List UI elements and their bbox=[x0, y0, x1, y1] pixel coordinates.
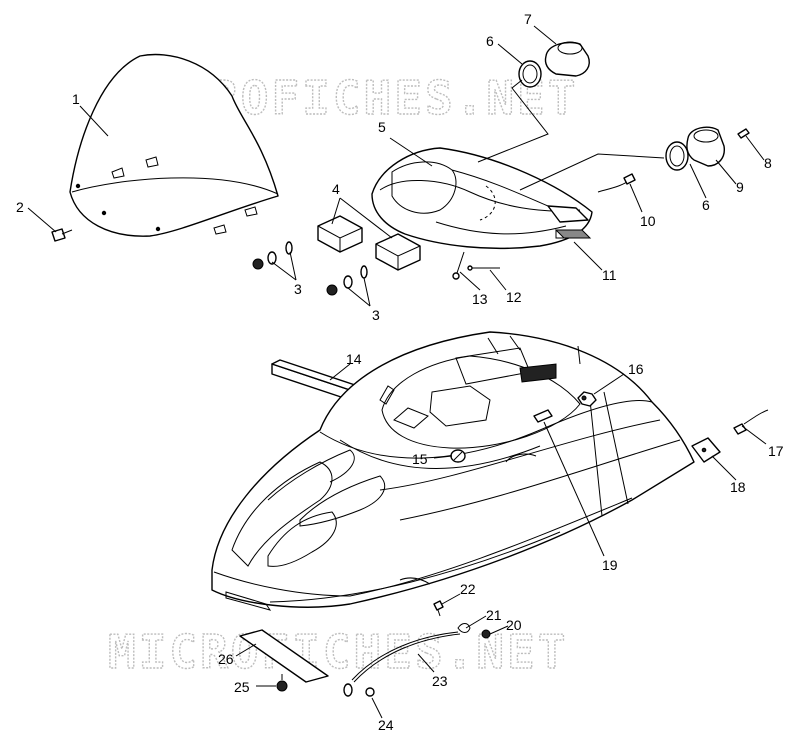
callout-21: 21 bbox=[486, 607, 502, 623]
latch-cable bbox=[733, 409, 769, 435]
callout-5: 5 bbox=[378, 119, 386, 135]
screw-25 bbox=[276, 674, 288, 692]
callout-11: 11 bbox=[602, 267, 617, 283]
callout-12: 12 bbox=[506, 289, 522, 305]
callout-8: 8 bbox=[764, 155, 772, 171]
hood bbox=[211, 331, 695, 611]
mounting-bracket-left bbox=[317, 215, 363, 253]
nut-washer-set-upper bbox=[252, 241, 293, 270]
gauge-bezel-lower bbox=[665, 141, 689, 171]
callout-20: 20 bbox=[506, 617, 522, 633]
reflector-26 bbox=[239, 629, 329, 683]
callout-23: 23 bbox=[432, 673, 448, 689]
screw-13 bbox=[452, 251, 465, 280]
callout-4: 4 bbox=[332, 181, 340, 197]
clip-21 bbox=[457, 623, 471, 633]
callout-2: 2 bbox=[16, 199, 24, 215]
windshield bbox=[69, 53, 279, 237]
screw-12 bbox=[467, 265, 500, 271]
hood-latch bbox=[533, 409, 553, 423]
callout-3a: 3 bbox=[294, 281, 302, 297]
dash-connector bbox=[554, 229, 592, 239]
callout-18: 18 bbox=[730, 479, 746, 495]
mounting-bracket-right bbox=[375, 233, 421, 271]
callout-7: 7 bbox=[524, 11, 532, 27]
leader-lines bbox=[27, 25, 767, 719]
harness-wire bbox=[597, 173, 636, 193]
gauge-upper bbox=[544, 41, 590, 77]
callout-6b: 6 bbox=[702, 197, 710, 213]
wire-to-upper-gauge bbox=[477, 79, 549, 163]
gauge-bulb bbox=[737, 128, 750, 139]
hood-pin-22 bbox=[433, 600, 444, 617]
dash-console bbox=[371, 147, 593, 250]
gauge-bezel-upper bbox=[518, 60, 542, 88]
callout-10: 10 bbox=[640, 213, 656, 229]
callout-labels: 1 2 3 3 4 5 6 6 7 8 9 10 11 12 13 14 15 … bbox=[16, 11, 784, 733]
callout-14: 14 bbox=[346, 351, 362, 367]
hood-fastener bbox=[577, 391, 597, 407]
callout-17: 17 bbox=[768, 443, 784, 459]
callout-16: 16 bbox=[628, 361, 644, 377]
callout-25: 25 bbox=[234, 679, 250, 695]
callout-3b: 3 bbox=[372, 307, 380, 323]
latch-plate bbox=[691, 437, 721, 463]
callout-6a: 6 bbox=[486, 33, 494, 49]
gauge-lower bbox=[686, 126, 725, 167]
callout-9: 9 bbox=[736, 179, 744, 195]
nut-washer-set-lower bbox=[326, 265, 368, 296]
callout-22: 22 bbox=[460, 581, 476, 597]
callout-26: 26 bbox=[218, 651, 234, 667]
watermark-bottom: MICROFICHES.NET bbox=[108, 625, 568, 679]
nut-20 bbox=[481, 629, 491, 639]
wire-to-lower-gauge bbox=[519, 153, 665, 191]
fastener-24 bbox=[365, 687, 375, 697]
grommet bbox=[450, 449, 466, 463]
callout-19: 19 bbox=[602, 557, 618, 573]
hood-tether bbox=[343, 631, 461, 697]
callout-24: 24 bbox=[378, 717, 394, 733]
callout-15: 15 bbox=[412, 451, 428, 467]
callout-13: 13 bbox=[472, 291, 488, 307]
callout-1: 1 bbox=[72, 91, 80, 107]
